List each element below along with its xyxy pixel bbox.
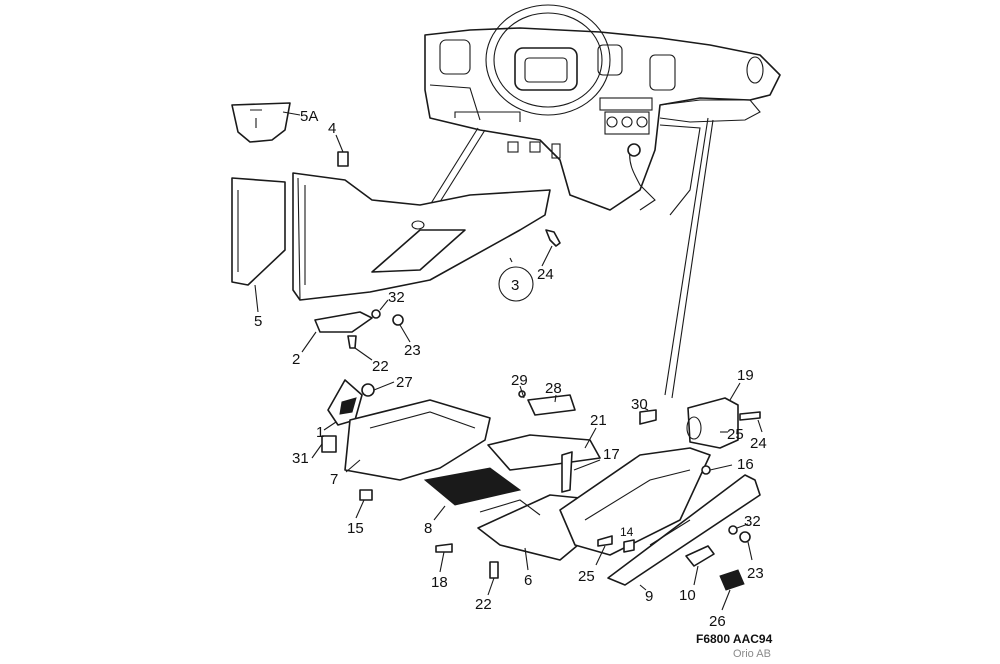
callout-32-upper: 32 — [388, 289, 405, 306]
part-10-lock — [685, 545, 715, 567]
callout-19: 19 — [737, 367, 754, 384]
callout-18: 18 — [431, 574, 448, 591]
part-19-switch — [687, 397, 739, 449]
figure-code: F6800 AAC94 — [696, 632, 773, 646]
dashboard-overview — [424, 4, 781, 216]
callout-10: 10 — [679, 587, 696, 604]
callout-27: 27 — [396, 374, 413, 391]
part-18-screw — [435, 543, 453, 553]
callout-23-lower: 23 — [747, 565, 764, 582]
callout-24-upper: 24 — [537, 266, 554, 283]
callout-3: 3 — [511, 277, 519, 294]
part-25-screw-lower — [597, 535, 613, 547]
callout-23-upper: 23 — [404, 342, 421, 359]
part-32-washer-lower — [728, 525, 738, 535]
callout-1: 1 — [316, 424, 324, 441]
callout-3-circle — [498, 266, 534, 302]
callout-16: 16 — [737, 456, 754, 473]
part-8-mat — [423, 467, 522, 506]
callout-30: 30 — [631, 396, 648, 413]
part-5-side-panel — [231, 177, 286, 286]
callout-24-lower: 24 — [750, 435, 767, 452]
callout-4: 4 — [328, 120, 336, 137]
leader-dashboard-lower-left-2 — [437, 129, 486, 206]
callout-6: 6 — [524, 572, 532, 589]
part-32-washer — [371, 309, 381, 319]
callout-25-lower: 25 — [578, 568, 595, 585]
part-4-clip — [337, 151, 349, 167]
callout-8: 8 — [424, 520, 432, 537]
part-7-console-side — [344, 399, 491, 481]
part-30-clip — [639, 409, 657, 425]
callout-15: 15 — [347, 520, 364, 537]
callout-5a: 5A — [300, 108, 318, 125]
callout-22-upper: 22 — [372, 358, 389, 375]
part-22-lower-bolt — [489, 561, 499, 579]
part-14-clip — [623, 539, 635, 553]
callout-22-lower: 22 — [475, 596, 492, 613]
callout-5: 5 — [254, 313, 262, 330]
part-26-cylinder — [719, 569, 745, 591]
part-27-grommet — [361, 383, 375, 397]
part-28-bracket — [527, 394, 576, 416]
callout-31: 31 — [292, 450, 309, 467]
callout-leaders — [254, 111, 763, 611]
part-24-screw — [545, 229, 561, 247]
callout-labels: 5A 4 5 3 24 32 2 23 22 27 1 31 7 15 8 18… — [254, 108, 767, 630]
callout-9: 9 — [645, 588, 653, 605]
callout-2: 2 — [292, 351, 300, 368]
callout-32-lower: 32 — [744, 513, 761, 530]
part-9-glovebox-lid — [607, 474, 761, 586]
callout-14: 14 — [620, 525, 634, 539]
part-16-screw — [701, 465, 711, 475]
callout-26: 26 — [709, 613, 726, 630]
leader-dashboard-glovebox — [664, 117, 709, 396]
part-21-plate — [487, 434, 601, 471]
callout-21: 21 — [590, 412, 607, 429]
callout-29: 29 — [511, 372, 528, 389]
callout-25-upper: 25 — [727, 426, 744, 443]
part-2-bracket — [314, 311, 373, 333]
callout-28: 28 — [545, 380, 562, 397]
callout-7: 7 — [330, 471, 338, 488]
part-23-nut — [392, 314, 404, 326]
leader-dashboard-glovebox-2 — [671, 119, 714, 399]
leader-dashboard-lower-left — [429, 127, 479, 206]
callout-17: 17 — [603, 446, 620, 463]
part-23-nut-lower — [739, 531, 751, 543]
part-17-lever — [561, 451, 573, 493]
part-22-bolt — [347, 335, 357, 349]
part-5a-cover — [231, 102, 291, 143]
brand-label: Orio AB — [733, 648, 771, 660]
part-15-screw — [359, 489, 373, 501]
part-24-screw-upper — [739, 411, 761, 421]
